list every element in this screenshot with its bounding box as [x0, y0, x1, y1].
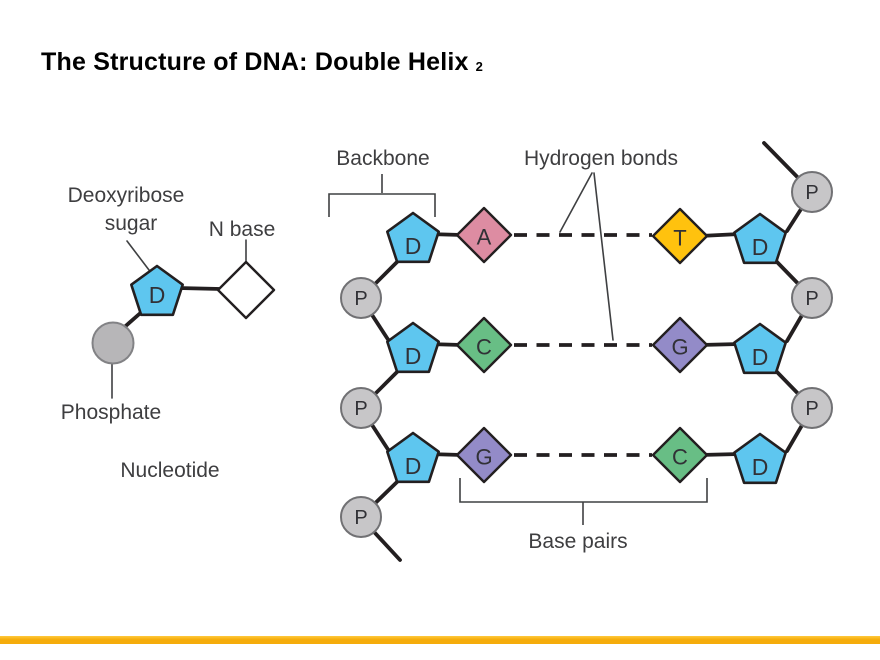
sugar-letter: D [405, 233, 422, 259]
sugar-pentagon [385, 431, 441, 484]
phosphate-letter: P [354, 398, 367, 420]
base-letter-guanine: G [671, 335, 688, 360]
sugar-pentagon [732, 322, 788, 375]
phosphate-letter: P [354, 507, 367, 529]
nbase-label: N base [209, 218, 276, 241]
sugar-pentagon [732, 432, 788, 485]
sugar-letter: D [405, 343, 422, 369]
sugar-letter: D [149, 282, 166, 308]
nucleotide-legend-figure: D Deoxyribose sugar N base Phosphate Nuc… [61, 184, 275, 482]
phosphate-letter: P [805, 288, 818, 310]
sugar-pentagon [385, 321, 441, 374]
double-helix-figure: D D D D D D A T C G G C P P P P P P [328, 141, 833, 562]
page-number: 2 [475, 59, 484, 74]
hydrogen-bonds [514, 233, 652, 457]
phosphate-circle [91, 321, 135, 365]
phosphate-circle [791, 277, 833, 319]
base-diamond-cytosine [651, 426, 709, 484]
phosphate-letter: P [805, 182, 818, 204]
phosphate-circle [791, 171, 833, 213]
phosphate-circles [340, 171, 833, 538]
phosphate-circle [340, 277, 382, 319]
nbase-diamond [216, 260, 276, 320]
page-title-text: The Structure of DNA: Double Helix [41, 48, 469, 76]
page-title: The Structure of DNA: Double Helix 2 [41, 48, 483, 77]
phosphate-letter: P [354, 288, 367, 310]
deoxyribose-label-line1: Deoxyribose [68, 184, 185, 207]
sugar-letter: D [752, 344, 769, 370]
phosphate-circle [340, 387, 382, 429]
backbone-bracket [328, 193, 436, 217]
base-letter-cytosine: C [672, 445, 688, 470]
deoxyribose-label-line2: sugar [105, 212, 158, 235]
sugar-letter: D [752, 234, 769, 260]
base-diamond-guanine [651, 316, 709, 374]
deoxyribose-pentagon [130, 264, 184, 317]
base-letter-thymine: T [673, 226, 686, 251]
hydrogen-bonds-pointer-line [593, 172, 614, 341]
deoxyribose-pointer-line [126, 240, 150, 271]
annotations: Backbone Hydrogen bonds Base pairs [328, 147, 708, 553]
sugar-pentagons [385, 211, 788, 485]
base-pairs-bracket [459, 478, 708, 503]
base-diamond-thymine [651, 207, 709, 265]
phosphate-circle [340, 496, 382, 538]
node-letters: D D D D D D A T C G G C P P P P P P [354, 182, 818, 529]
base-diamond-adenine [455, 206, 513, 264]
phosphate-circle [791, 387, 833, 429]
base-pairs-label: Base pairs [528, 530, 627, 553]
sugar-letter: D [752, 454, 769, 480]
backbone-label: Backbone [336, 147, 429, 170]
base-diamonds [455, 206, 709, 484]
base-diamond-cytosine [455, 316, 513, 374]
base-letter-guanine: G [475, 445, 492, 470]
phosphate-label: Phosphate [61, 401, 161, 424]
sugar-letter: D [405, 453, 422, 479]
base-diamond-guanine [455, 426, 513, 484]
base-letter-adenine: A [477, 225, 492, 250]
sugar-nbase-bond [176, 286, 223, 291]
phosphate-letter: P [805, 398, 818, 420]
nucleotide-label: Nucleotide [120, 459, 219, 482]
sugar-pentagon [385, 211, 441, 264]
sugar-pentagon [732, 212, 788, 265]
base-letter-cytosine: C [476, 335, 492, 360]
hydrogen-bonds-pointer-line [559, 172, 593, 233]
hydrogen-bonds-label: Hydrogen bonds [524, 147, 678, 170]
accent-bar [0, 636, 880, 644]
